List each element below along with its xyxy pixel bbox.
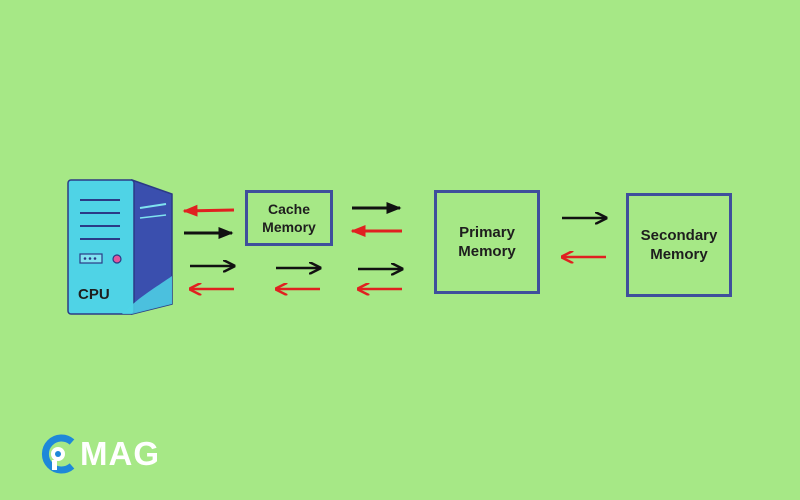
cpu-tower-icon — [67, 178, 173, 315]
cmag-logo: MAG — [38, 434, 160, 474]
logo-mark-icon — [41, 434, 75, 474]
cache-memory-label: Cache Memory — [262, 200, 316, 235]
cache-memory-box: Cache Memory — [245, 190, 333, 246]
secondary-memory-label: Secondary Memory — [640, 226, 718, 264]
arrow-cache-to-cpu — [182, 204, 235, 217]
logo-text: MAG — [80, 435, 160, 472]
primary-memory-label: Primary Memory — [458, 223, 516, 261]
secondary-memory-box: Secondary Memory — [626, 193, 732, 297]
primary-memory-box: Primary Memory — [434, 190, 540, 294]
cpu-label: CPU — [78, 286, 110, 303]
